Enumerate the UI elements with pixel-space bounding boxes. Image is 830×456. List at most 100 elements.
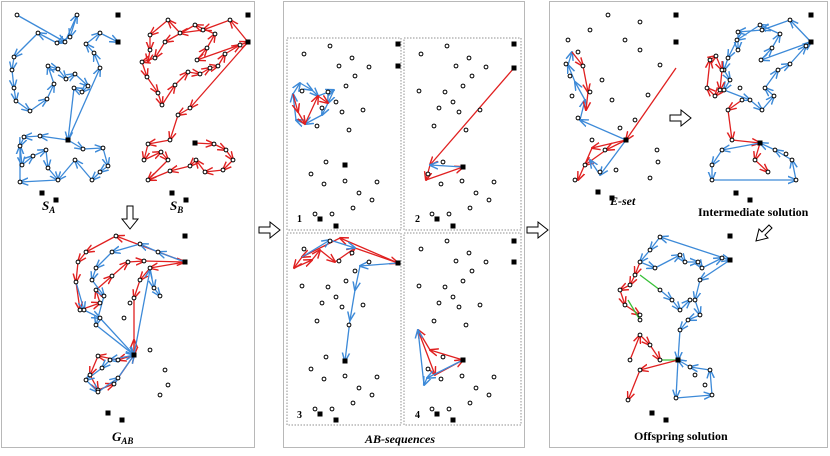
city-node (93, 322, 99, 328)
seq1-number: 1 (297, 214, 302, 225)
red-edge (170, 166, 191, 171)
city-node (491, 179, 497, 185)
city-node (139, 59, 145, 65)
depot-square (115, 39, 121, 45)
city-node (325, 89, 331, 95)
blue-edge (74, 73, 88, 86)
blue-edge (48, 66, 55, 85)
city-node (442, 89, 448, 95)
depot-square (673, 12, 679, 18)
city-node (565, 37, 571, 43)
city-node (85, 83, 91, 89)
red-edge (340, 238, 399, 264)
city-node (299, 88, 305, 94)
city-node (637, 19, 643, 25)
red-edge (194, 143, 214, 144)
city-node (747, 97, 753, 103)
city-node (645, 92, 651, 98)
city-node (177, 30, 183, 36)
blue-edge (701, 258, 722, 269)
blue-edge (75, 160, 93, 181)
city-node (356, 385, 362, 391)
blue-edge (775, 150, 793, 161)
city-node (17, 143, 23, 149)
city-node (567, 73, 573, 79)
red-edge (728, 109, 732, 140)
city-node (366, 64, 372, 70)
seq4-number: 4 (415, 410, 420, 421)
city-node (87, 372, 93, 378)
depot-square (65, 137, 71, 143)
city-node (314, 318, 320, 324)
city-node (115, 357, 121, 363)
city-node (89, 277, 95, 283)
city-node (9, 67, 15, 73)
depot-square (182, 259, 188, 265)
city-node (325, 284, 331, 290)
red-edge (293, 93, 298, 112)
red-edge (606, 139, 627, 150)
city-node (572, 177, 578, 183)
city-node (709, 177, 715, 183)
depot-square (595, 189, 601, 195)
city-node (175, 112, 181, 118)
blue-edge (75, 281, 84, 310)
city-node (450, 99, 456, 105)
depot-square (245, 39, 251, 45)
label-sa: SA (42, 198, 55, 215)
blue-edge (82, 148, 103, 149)
city-node (97, 30, 103, 36)
city-node (83, 41, 89, 47)
city-node (115, 375, 121, 381)
city-node (599, 77, 605, 83)
blue-edge (329, 239, 355, 248)
city-node (647, 175, 653, 181)
city-node (80, 146, 86, 152)
blue-edge (575, 82, 586, 101)
depot-square (317, 411, 323, 417)
depot-square (53, 197, 59, 203)
city-node (13, 98, 19, 104)
city-node (483, 259, 489, 265)
city-node (215, 63, 221, 69)
depot-square (317, 216, 323, 222)
city-node (463, 322, 469, 328)
city-node (62, 39, 68, 45)
city-node (444, 43, 450, 49)
city-node (587, 27, 593, 33)
red-edge (293, 260, 312, 269)
city-node (342, 373, 348, 379)
city-node (301, 246, 307, 252)
blue-edge (20, 180, 59, 182)
city-node (729, 137, 735, 143)
city-node (717, 87, 723, 93)
blue-edge (762, 19, 791, 30)
city-node (707, 57, 713, 63)
red-edge (150, 261, 186, 268)
red-edge (203, 19, 231, 30)
blue-edge (46, 84, 54, 100)
city-node (637, 332, 643, 338)
city-node (137, 241, 143, 247)
city-node (787, 61, 793, 67)
city-node (418, 51, 424, 57)
city-node (14, 12, 20, 18)
city-node (625, 397, 631, 403)
blue-edge (418, 330, 425, 386)
city-node (469, 268, 475, 274)
city-node (194, 57, 200, 63)
depot-square (808, 39, 814, 45)
depot-square (342, 162, 348, 168)
city-node (627, 282, 633, 288)
city-node (145, 141, 151, 147)
city-node (79, 89, 85, 95)
city-node (657, 62, 663, 68)
red-edge (170, 114, 179, 140)
blue-edge (722, 142, 761, 150)
city-node (81, 307, 87, 313)
depot-square (333, 223, 339, 229)
right-arrow-icon (526, 220, 549, 240)
city-node (657, 234, 663, 240)
city-node (327, 43, 333, 49)
red-edge (190, 41, 249, 108)
